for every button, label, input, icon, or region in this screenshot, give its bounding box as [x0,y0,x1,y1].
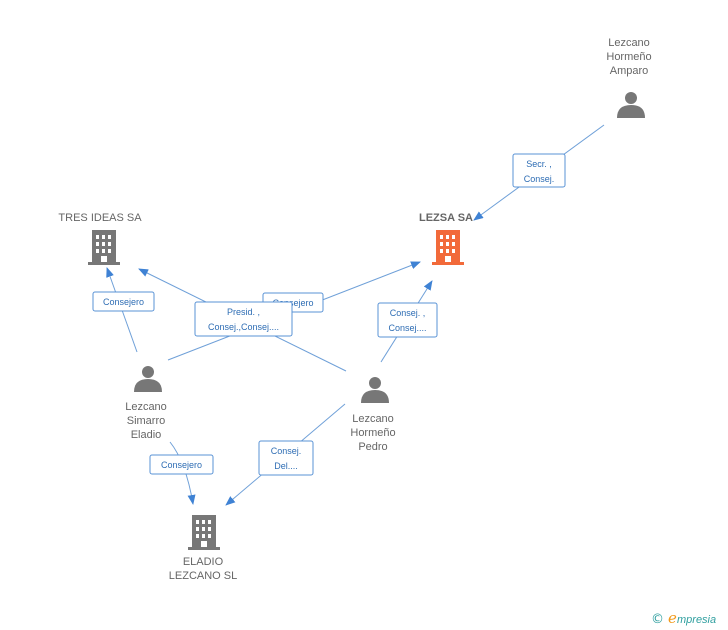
person-icon [134,366,162,392]
edge-label-text: Del.... [274,461,298,471]
edge-label-pedro-tresideas[interactable]: Presid. , Consej.,Consej.... [194,301,293,337]
node-label: Eladio [131,429,162,441]
building-icon [432,230,464,265]
node-label: Hormeño [606,51,651,63]
node-label: LEZSA SA [419,212,473,224]
node-eladio-lezcano-sl[interactable]: ELADIO LEZCANO SL [169,515,237,582]
node-lezcano-hormeno-pedro[interactable]: Lezcano Hormeño Pedro [350,377,396,453]
person-icon [361,377,389,403]
edge-label-eladio-eladiosl[interactable]: Consejero [149,454,214,475]
brand-name: mpresia [677,614,716,626]
node-lezcano-simarro-eladio[interactable]: Lezcano Simarro Eladio [125,366,167,441]
edge-label-pedro-eladiosl[interactable]: Consej. Del.... [258,440,314,476]
node-lezsa-sa[interactable]: LEZSA SA [419,212,473,265]
edge-label-pedro-lezsa[interactable]: Consej. , Consej.... [377,302,438,338]
person-icon [617,92,645,118]
edge-label-text: Consej.,Consej.... [208,322,279,332]
node-tres-ideas-sa[interactable]: TRES IDEAS SA [58,212,142,265]
node-label: Hormeño [350,427,395,439]
building-icon [88,230,120,265]
edge-label-eladio-tresideas[interactable]: Consejero [92,291,155,312]
edge-label-text: Presid. , [227,307,260,317]
edge-label-text: Consej. , [390,308,426,318]
brand-initial: e [668,609,677,627]
edge-label-text: Consejero [272,298,313,308]
node-lezcano-hormeno-amparo[interactable]: Lezcano Hormeño Amparo [606,37,652,118]
node-label: Lezcano [125,401,167,413]
node-label: ELADIO [183,556,224,568]
node-label: Pedro [358,441,387,453]
edge-label-text: Consej.... [388,323,426,333]
node-label: LEZCANO SL [169,570,237,582]
brand-logo: © e mpresia [651,609,716,627]
edge-label-text: Secr. , [526,159,552,169]
node-label: Simarro [127,415,166,427]
node-label: Lezcano [608,37,650,49]
building-icon [188,515,220,550]
edge-label-text: Consej. [271,446,302,456]
copyright-symbol: © [651,612,664,627]
edge-label-text: Consej. [524,174,555,184]
edge-label-text: Consejero [103,297,144,307]
edge-label-amparo-lezsa[interactable]: Secr. , Consej. [512,153,566,188]
node-label: Amparo [610,65,649,77]
edge-label-text: Consejero [161,460,202,470]
node-label: Lezcano [352,413,394,425]
node-label: TRES IDEAS SA [58,212,142,224]
